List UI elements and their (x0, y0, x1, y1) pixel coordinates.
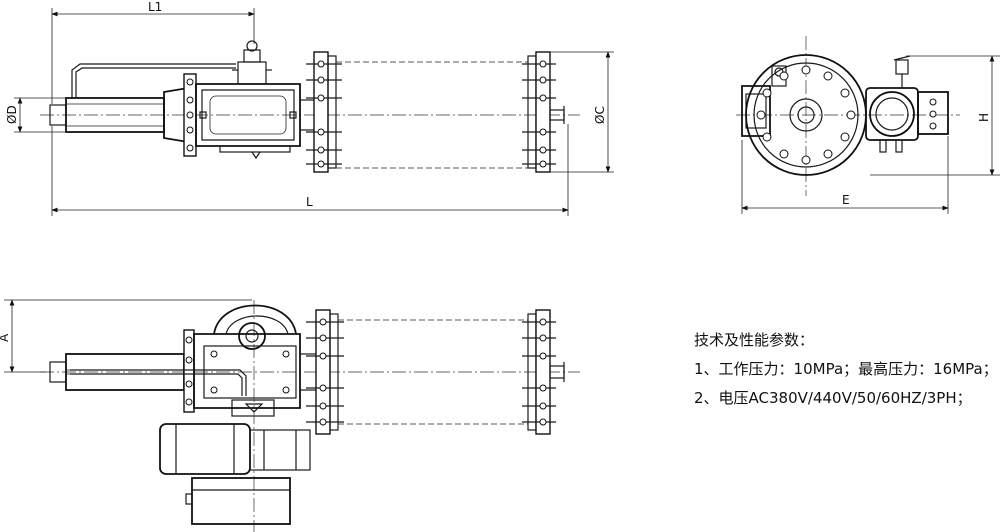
dim-l1-label: L1 (148, 0, 162, 14)
dim-a-label: A (0, 333, 11, 342)
front-view: L1 L ØD ØC (5, 0, 614, 216)
dim-h-label: H (977, 113, 991, 122)
dim-diameter-d-label: ØD (5, 105, 19, 124)
notes-line-1: 1、工作压力：10MPa；最高压力：16MPa； (694, 360, 998, 378)
technical-notes: 技术及性能参数： 1、工作压力：10MPa；最高压力：16MPa； 2、电压AC… (694, 326, 998, 413)
notes-line-2: 2、电压AC380V/440V/50/60HZ/3PH； (694, 389, 972, 407)
dim-l-label: L (306, 195, 313, 209)
dim-e-label: E (842, 193, 850, 207)
side-view: E H (736, 36, 1000, 214)
dim-diameter-c-label: ØC (593, 106, 607, 124)
top-view: A (0, 299, 580, 532)
notes-heading: 技术及性能参数： (694, 331, 815, 349)
